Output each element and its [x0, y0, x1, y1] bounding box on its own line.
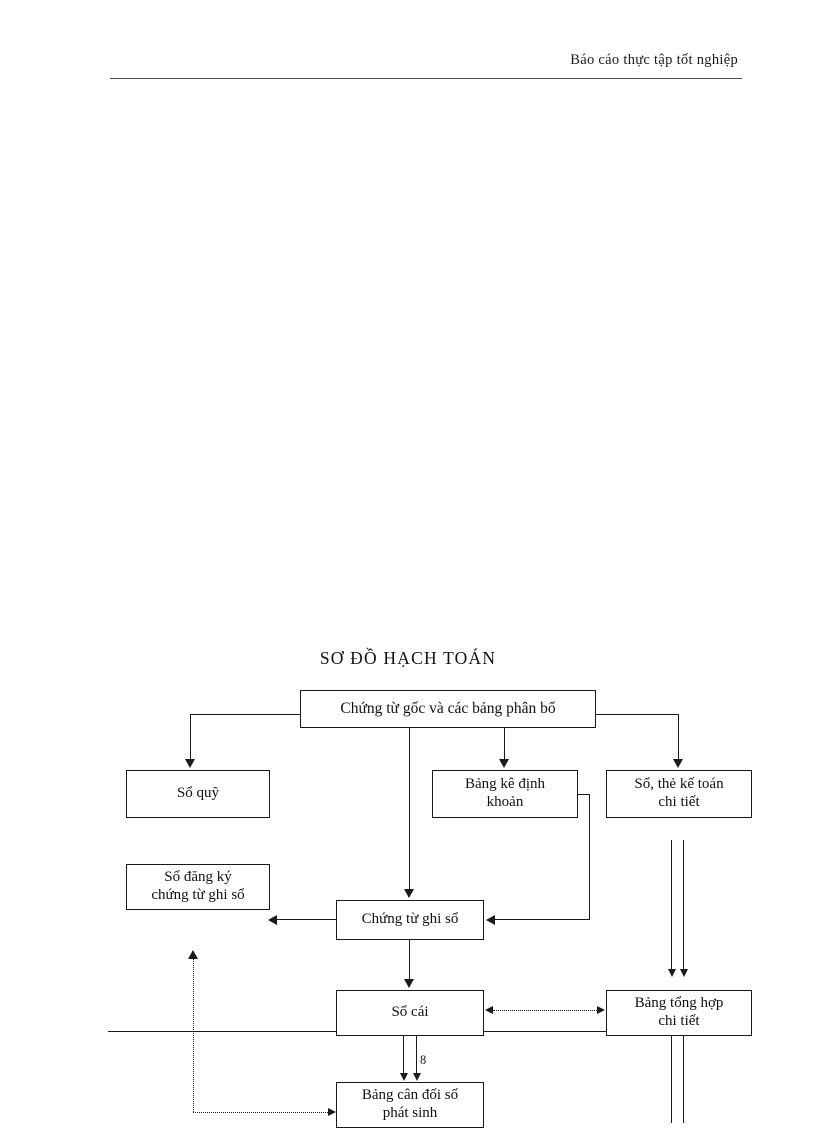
page-header: Báo cáo thực tập tốt nghiệp [0, 0, 816, 90]
arrowhead-voucher-top [404, 889, 414, 898]
connector-voucher-to-ledger-vertical [409, 940, 411, 980]
node-voucher-label: Chứng từ ghi sổ [361, 911, 459, 928]
arrowhead-balance-a [400, 1073, 408, 1081]
arrowhead-cashbook [185, 759, 195, 768]
connector-source-to-cashbook-vertical [190, 714, 192, 760]
arrowhead-detailbook [673, 759, 683, 768]
node-voucher-register-label: Sổ đăng ký chứng từ ghi sổ [151, 869, 244, 904]
node-trial-balance[interactable]: Bảng cân đối số phát sinh [336, 1082, 484, 1128]
node-trial-balance-label-line2: phát sinh [382, 1105, 438, 1121]
header-divider [110, 78, 742, 79]
node-entry-list[interactable]: Bảng kê định khoản [432, 770, 578, 818]
node-detail-summary-label: Bảng tổng hợp chi tiết [635, 995, 724, 1030]
node-entry-list-label-line1: Bảng kê định [465, 776, 545, 793]
node-detail-book-label-line2: chi tiết [658, 794, 700, 810]
node-source-documents[interactable]: Chứng từ gốc và các bảng phân bổ [300, 690, 596, 728]
node-general-ledger-label: Sổ cái [391, 1004, 429, 1021]
connector-summary-down-line-b [683, 1036, 685, 1123]
node-detail-summary-label-line2: chi tiết [658, 1013, 700, 1029]
node-trial-balance-label: Bảng cân đối số phát sinh [362, 1087, 458, 1122]
connector-entrylist-to-voucher-vertical [589, 794, 591, 920]
node-detail-book-label: Sổ, thẻ kế toán chi tiết [634, 776, 723, 811]
node-general-ledger[interactable]: Sổ cái [336, 990, 484, 1036]
node-cash-book[interactable]: Sổ quỹ [126, 770, 270, 818]
node-detail-book[interactable]: Sổ, thẻ kế toán chi tiết [606, 770, 752, 818]
connector-detailbook-to-summary-line-a [671, 840, 673, 970]
arrowhead-summary-b [680, 969, 688, 977]
page-number: 8 [420, 1053, 427, 1067]
connector-feedback-dotted-horizontal [193, 1112, 328, 1113]
arrowhead-balance-left [328, 1108, 336, 1116]
node-detail-summary-label-line1: Bảng tổng hợp [634, 995, 724, 1012]
connector-source-to-detailbook-horizontal [596, 714, 679, 716]
arrowhead-summary-left [597, 1006, 605, 1014]
node-trial-balance-label-line1: Bảng cân đối số [361, 1087, 459, 1104]
node-cash-book-label: Sổ quỹ [176, 785, 220, 802]
connector-left-baseline [108, 1031, 336, 1033]
node-voucher-register[interactable]: Sổ đăng ký chứng từ ghi sổ [126, 864, 270, 910]
arrowhead-feedback-up [188, 950, 198, 959]
node-detail-summary[interactable]: Bảng tổng hợp chi tiết [606, 990, 752, 1036]
connector-source-to-voucher-vertical [409, 728, 411, 890]
connector-source-to-entrylist-vertical [504, 728, 506, 760]
node-voucher[interactable]: Chứng từ ghi sổ [336, 900, 484, 940]
connector-ledger-to-balance-line-b [416, 1036, 418, 1076]
arrowhead-voucher-right [486, 915, 495, 925]
connector-voucher-to-register-horizontal [276, 919, 336, 921]
arrowhead-entrylist [499, 759, 509, 768]
node-source-documents-label: Chứng từ gốc và các bảng phân bổ [340, 699, 556, 717]
arrowhead-register [268, 915, 277, 925]
arrowhead-balance-b [413, 1073, 421, 1081]
diagram-title: SƠ ĐỒ HẠCH TOÁN [319, 648, 497, 668]
arrowhead-summary-a [668, 969, 676, 977]
arrowhead-ledger-right [485, 1006, 493, 1014]
connector-feedback-dotted-vertical [193, 958, 194, 1112]
node-voucher-register-label-line2: chứng từ ghi sổ [151, 887, 245, 903]
node-detail-book-label-line1: Sổ, thẻ kế toán [634, 776, 724, 793]
node-entry-list-label-line2: khoản [486, 794, 524, 810]
connector-source-to-detailbook-vertical [678, 714, 680, 760]
connector-ledger-to-balance-line-a [403, 1036, 405, 1076]
connector-source-to-cashbook-horizontal [190, 714, 302, 716]
connector-summary-down-line-a [671, 1036, 673, 1123]
connector-right-baseline [484, 1031, 606, 1033]
connector-entrylist-to-voucher-horizontal [494, 919, 590, 921]
node-entry-list-label: Bảng kê định khoản [465, 776, 545, 811]
node-voucher-register-label-line1: Sổ đăng ký [164, 869, 232, 886]
running-header-text: Báo cáo thực tập tốt nghiệp [570, 52, 738, 68]
arrowhead-ledger-top [404, 979, 414, 988]
connector-detailbook-to-summary-line-b [683, 840, 685, 970]
connector-ledger-summary-dotted [493, 1010, 597, 1011]
connector-entrylist-stub [578, 794, 590, 796]
